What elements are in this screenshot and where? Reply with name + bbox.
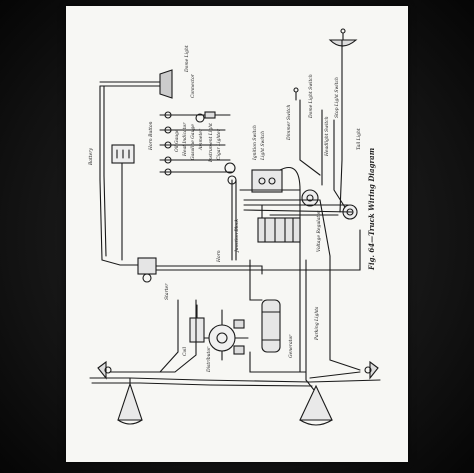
label-generator: Generator	[288, 334, 294, 358]
label-horn-button: Horn Button	[148, 121, 154, 151]
label-junction-block: Junction Block	[234, 219, 240, 253]
label-ammeter: Ammeter	[198, 128, 204, 151]
label-distributor: Distributor	[206, 346, 212, 373]
label-dome-light: Dome Light	[184, 45, 190, 73]
label-voltage-regulator: Voltage Regulator	[316, 210, 322, 252]
label-heat-indicator: Heat Indicator	[182, 122, 188, 157]
starter-icon	[137, 257, 157, 283]
label-oil-gauge: Oil Gauge	[174, 129, 180, 152]
label-instrument-light: Instrument Light	[208, 123, 214, 163]
headlight-right-icon	[299, 384, 333, 426]
instrument-cluster	[159, 111, 237, 185]
label-dome-light-switch: Dome Light Switch	[308, 74, 314, 119]
label-stop-light-switch: Stop Light Switch	[334, 77, 340, 118]
label-light-switch: Light Switch	[260, 131, 266, 161]
label-headlight-switch: Headlight Switch	[324, 116, 330, 157]
label-cigar-lighter: Cigar Lighter	[216, 128, 222, 160]
label-battery: Battery	[88, 148, 94, 166]
label-gasoline-gauge: Gasoline Gauge	[190, 124, 196, 160]
label-horn: Horn	[216, 250, 222, 263]
parking-light-right-icon	[364, 360, 379, 380]
label-dimmer-switch: Dimmer Switch	[286, 104, 292, 141]
ignition-switch-icon	[301, 189, 319, 207]
coil-icon	[189, 304, 205, 343]
label-parking-lights: Parking Lights	[314, 306, 320, 341]
label-coil: Coil	[182, 346, 188, 356]
horn-icon	[99, 69, 173, 99]
label-tail-light: Tail Light	[356, 128, 362, 150]
parking-light-left-icon	[97, 360, 112, 380]
battery-icon	[111, 144, 135, 164]
distributor-icon	[195, 309, 249, 361]
label-starter: Starter	[164, 283, 170, 300]
junction-block-icon	[257, 217, 301, 243]
light-switch-block	[251, 166, 301, 193]
headlight-left-icon	[117, 377, 143, 425]
label-connector: Connector	[190, 73, 196, 98]
figure-title: Fig. 64—Truck Wiring Diagram	[367, 148, 376, 271]
generator-icon	[261, 299, 281, 353]
dome-light-icon	[328, 28, 358, 47]
label-ignition-switch: Ignition Switch	[252, 125, 258, 161]
